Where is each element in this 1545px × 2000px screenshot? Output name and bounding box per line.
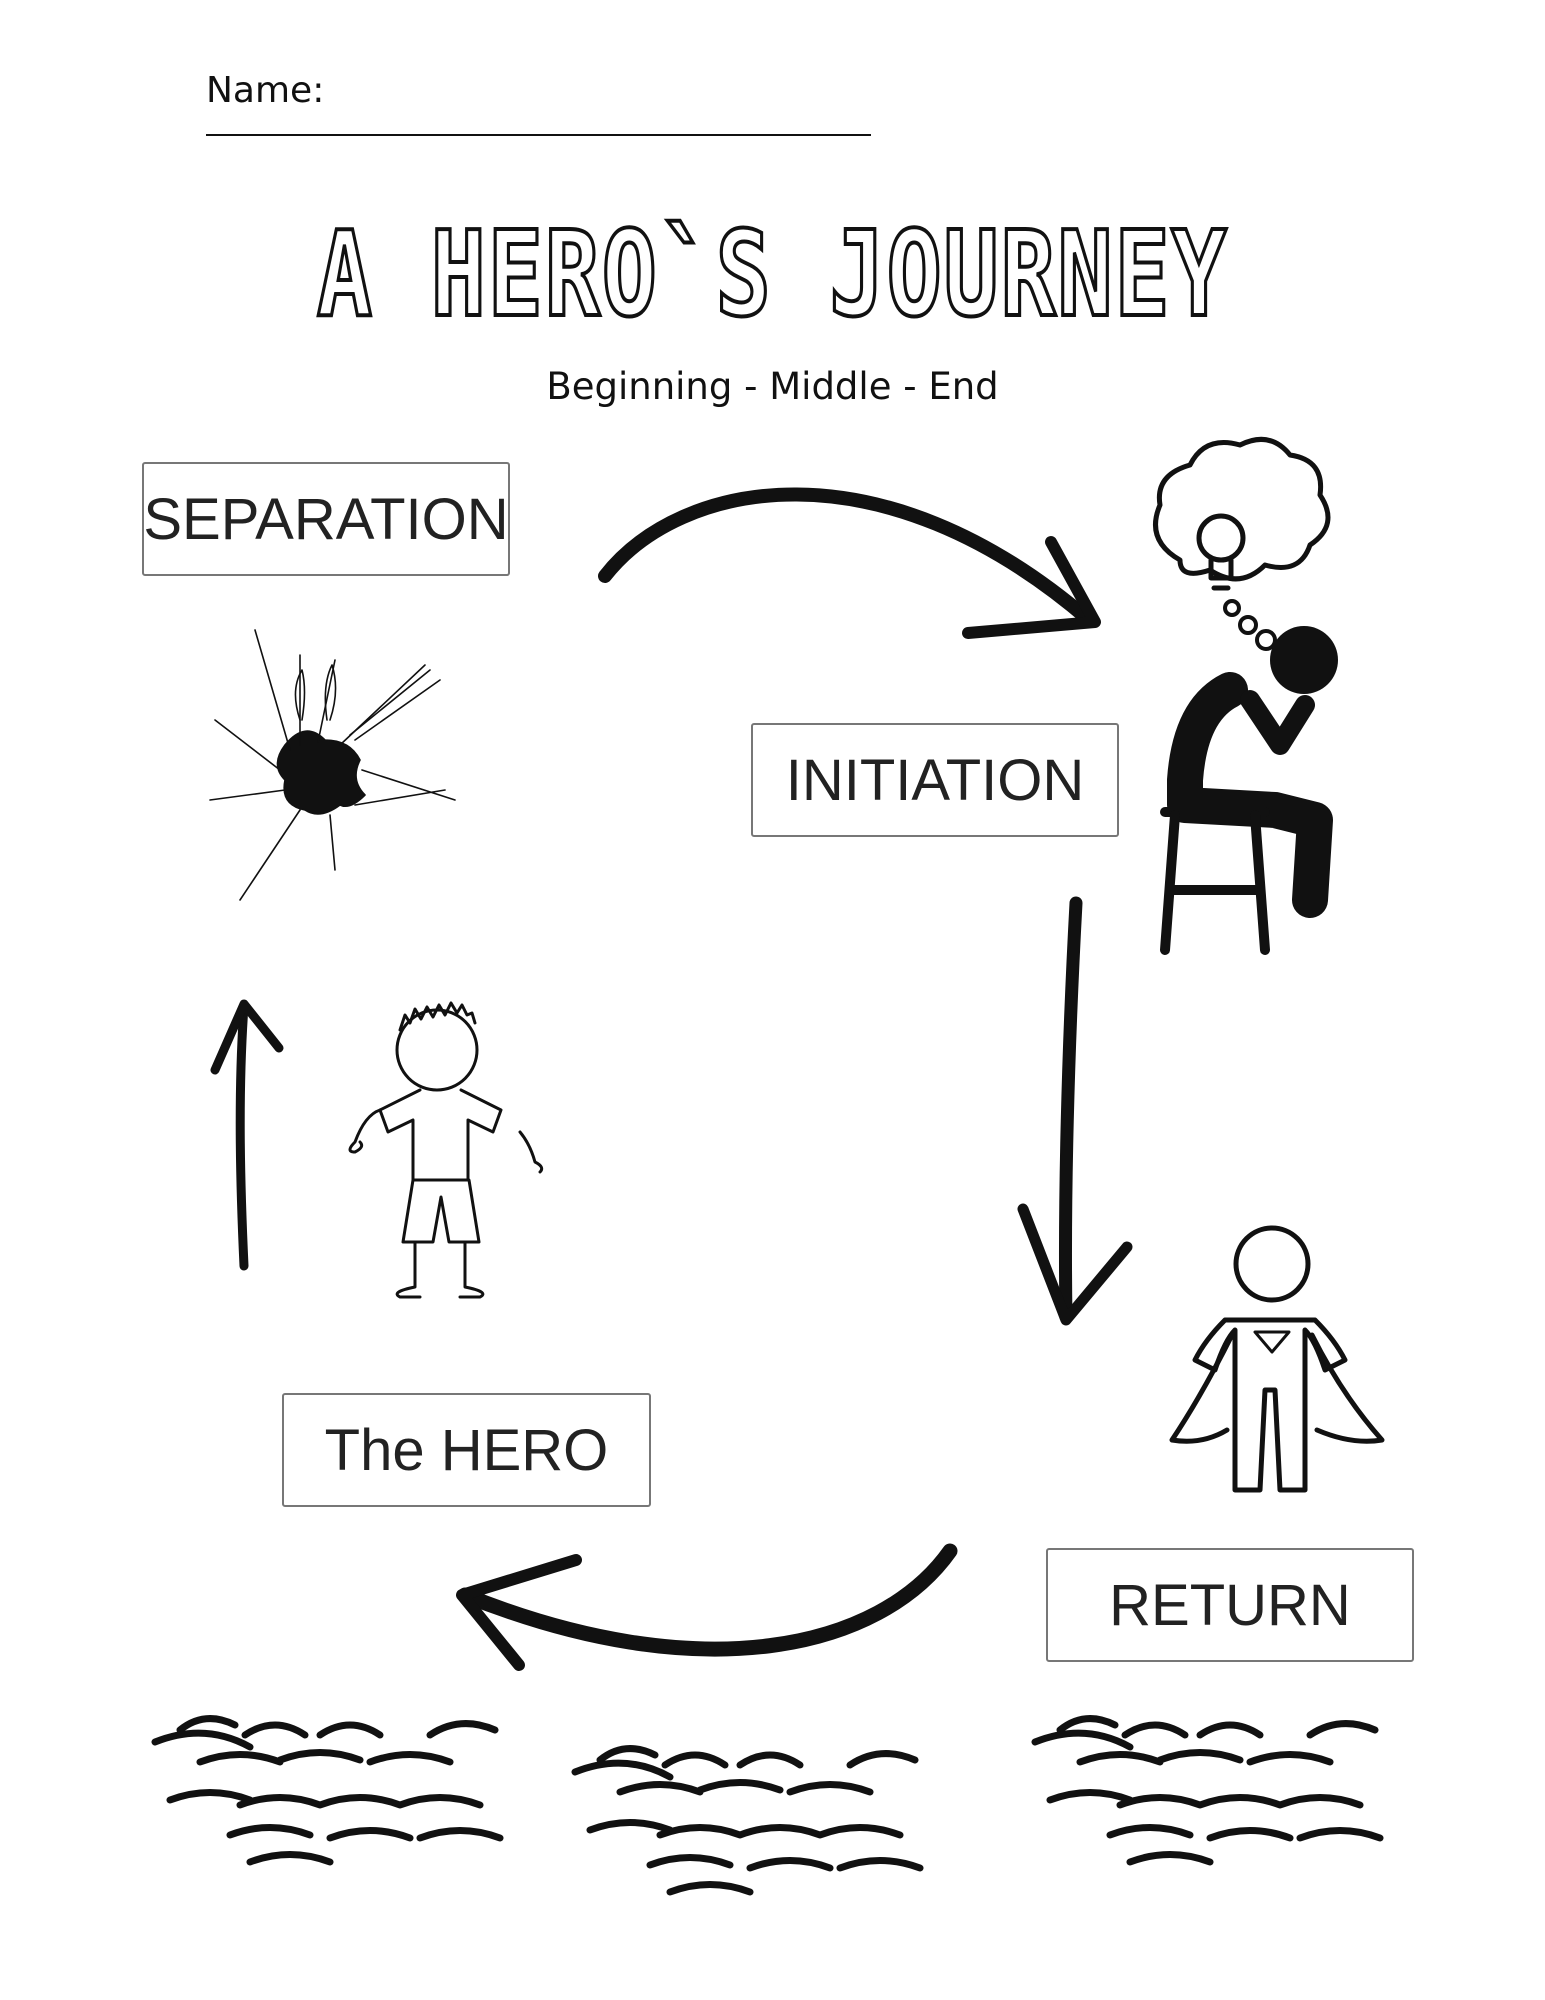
lightbulb-icon bbox=[1196, 513, 1246, 591]
arrow-initiation-to-return bbox=[1017, 896, 1133, 1326]
arrow-separation-to-initiation bbox=[598, 487, 1101, 639]
stool-icon bbox=[1160, 807, 1270, 955]
stage-box-separation: SEPARATION bbox=[142, 462, 510, 576]
arrow-hero-to-separation bbox=[210, 999, 284, 1271]
superhero-icon bbox=[1169, 1225, 1385, 1493]
thought-cloud-icon bbox=[1153, 436, 1331, 582]
thinking-person-icon bbox=[1153, 436, 1338, 955]
stage-box-return: RETURN bbox=[1046, 1548, 1414, 1662]
waves-icon bbox=[151, 1719, 1380, 1892]
stage-box-hero: The HERO bbox=[282, 1393, 651, 1507]
hero-kid-icon bbox=[348, 1001, 544, 1299]
name-label: Name: bbox=[206, 70, 325, 111]
arrow-return-to-hero bbox=[456, 1543, 958, 1671]
stage-box-initiation: INITIATION bbox=[751, 723, 1119, 837]
broken-glass-icon bbox=[209, 629, 456, 901]
page-title: A HERO`S JOURNEY bbox=[315, 203, 1229, 345]
name-input-line[interactable] bbox=[206, 134, 871, 136]
page-subtitle: Beginning - Middle - End bbox=[546, 365, 999, 408]
